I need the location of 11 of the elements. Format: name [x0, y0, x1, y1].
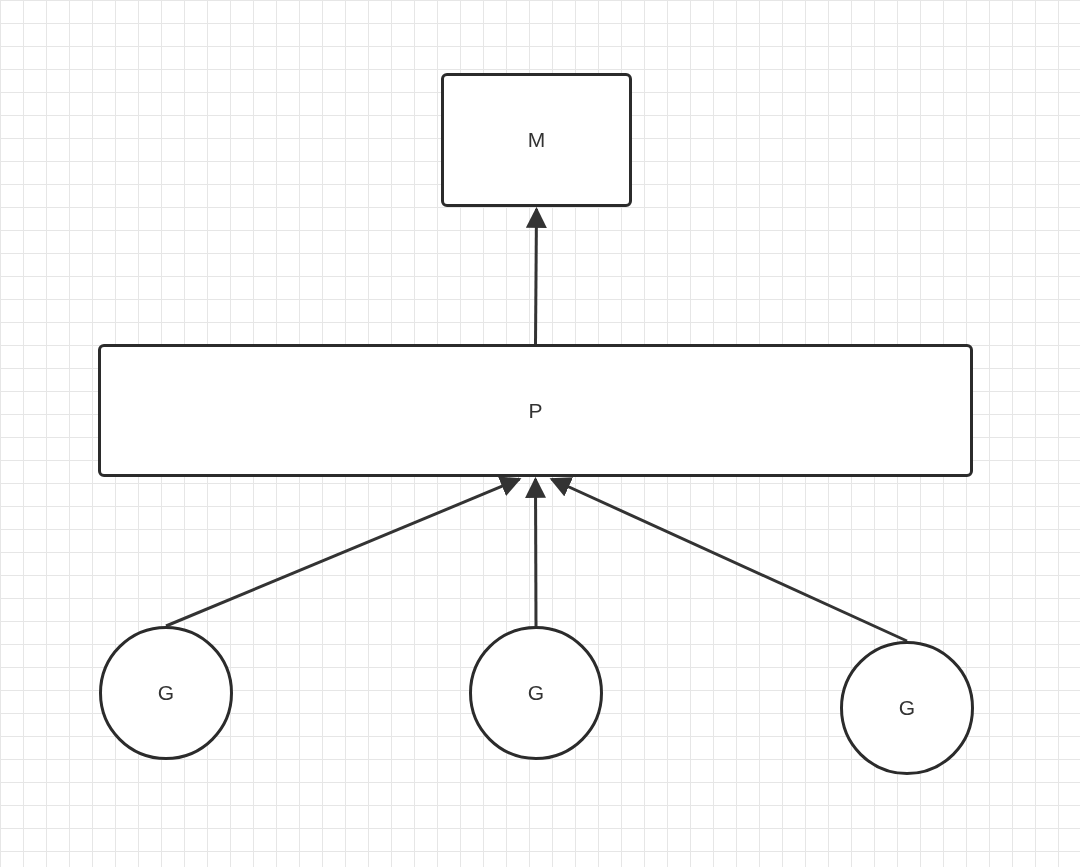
node-label: G — [527, 680, 545, 707]
node-label: M — [527, 127, 546, 154]
process-box — [441, 73, 632, 207]
process-box — [98, 344, 973, 477]
node-label: P — [528, 397, 543, 424]
arrow — [165, 476, 522, 628]
node-label: G — [898, 695, 916, 722]
arrow — [525, 476, 547, 626]
arrow — [549, 477, 908, 643]
arrow — [525, 206, 547, 344]
node-label: G — [157, 680, 175, 707]
